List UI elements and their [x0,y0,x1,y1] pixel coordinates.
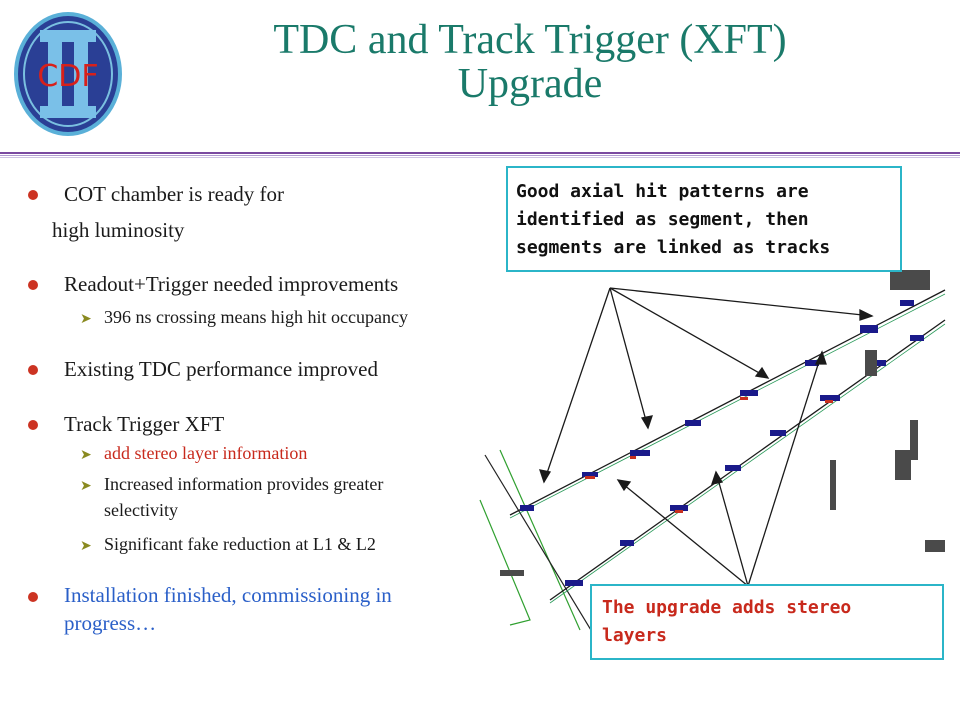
title-divider [0,152,960,158]
bullet-dot-icon [28,592,38,602]
bullet-1-text: COT chamber is ready for [64,182,285,206]
callout-top-line-1: Good axial hit patterns are [516,181,809,202]
bullet-5-continuation: progress… [64,611,157,635]
callout-top-line-2: identified as segment, then [516,209,809,230]
title-line-1: TDC and Track Trigger (XFT) [273,17,787,63]
bullet-3-text: Existing TDC performance improved [64,357,378,381]
bullet-dot-icon [28,190,38,200]
bullet-5-text: Installation finished, commissioning in [64,583,392,607]
callout-bottom-line-2: layers [602,625,668,646]
arrow-right-icon: ➤ [80,538,92,554]
callout-stereo: The upgrade adds stereo layers [590,584,944,660]
cdf-logo: CDF [14,12,122,136]
bullet-4-sub-1: add stereo layer information [104,443,308,463]
bullet-4-sub-2: Increased information provides greater [104,474,384,494]
title-line-2: Upgrade [457,61,603,107]
bullet-4-sub-3: Significant fake reduction at L1 & L2 [104,534,376,554]
bullet-4-sub-2-cont: selectivity [104,500,178,520]
event-display [479,270,946,646]
bullet-1-continuation: high luminosity [52,218,185,242]
bullet-dot-icon [28,420,38,430]
callout-bottom-line-1: The upgrade adds stereo [602,597,852,618]
arrow-right-icon: ➤ [80,311,92,327]
bullet-2-text: Readout+Trigger needed improvements [64,272,399,296]
callout-top-line-3: segments are linked as tracks [516,237,831,258]
bullet-dot-icon [28,365,38,375]
callout-segments: Good axial hit patterns are identified a… [506,166,902,272]
bullet-dot-icon [28,280,38,290]
bullet-4-text: Track Trigger XFT [64,412,225,436]
bullet-2-sub-1: 396 ns crossing means high hit occupancy [104,307,408,327]
logo-text: CDF [37,59,98,94]
arrow-right-icon: ➤ [80,478,92,494]
slide-title: TDC and Track Trigger (XFT) Upgrade [150,18,910,106]
hit-cluster [520,300,924,586]
arrow-right-icon: ➤ [80,447,92,463]
